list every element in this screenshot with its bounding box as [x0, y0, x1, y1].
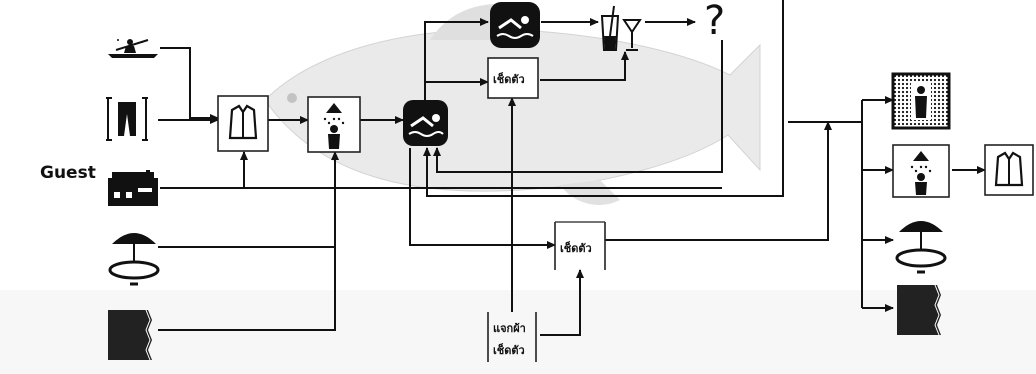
rowing-icon	[108, 39, 158, 58]
shower-box	[308, 97, 360, 152]
dry-box-mid: เช็ดตัว	[555, 222, 605, 270]
towel-give-label: แจกผ้า	[493, 322, 526, 335]
beach-umbrella-icon-right	[897, 221, 945, 272]
swim-trunks-icon	[106, 98, 148, 140]
jacket-box	[218, 96, 268, 151]
pool-icon-top	[490, 2, 540, 48]
guest-label: Guest	[40, 163, 96, 183]
swimmer-icon	[403, 100, 448, 146]
shower-icon-right	[893, 145, 949, 197]
changing-room-icon	[893, 74, 949, 128]
jacket-icon-right	[985, 145, 1033, 195]
building-icon	[108, 170, 158, 206]
dry-box-top-label: เช็ดตัว	[493, 72, 525, 86]
rock-wall-icon	[108, 310, 152, 360]
rock-wall-icon-right	[897, 285, 941, 335]
dry-box-mid-label: เช็ดตัว	[560, 241, 592, 255]
beach-umbrella-icon	[110, 233, 158, 284]
result-question-mark: ?	[704, 0, 725, 44]
dry-box-top: เช็ดตัว	[488, 58, 538, 98]
jacket-icon	[230, 106, 256, 138]
towel-dry-label: เช็ดตัว	[493, 343, 525, 357]
